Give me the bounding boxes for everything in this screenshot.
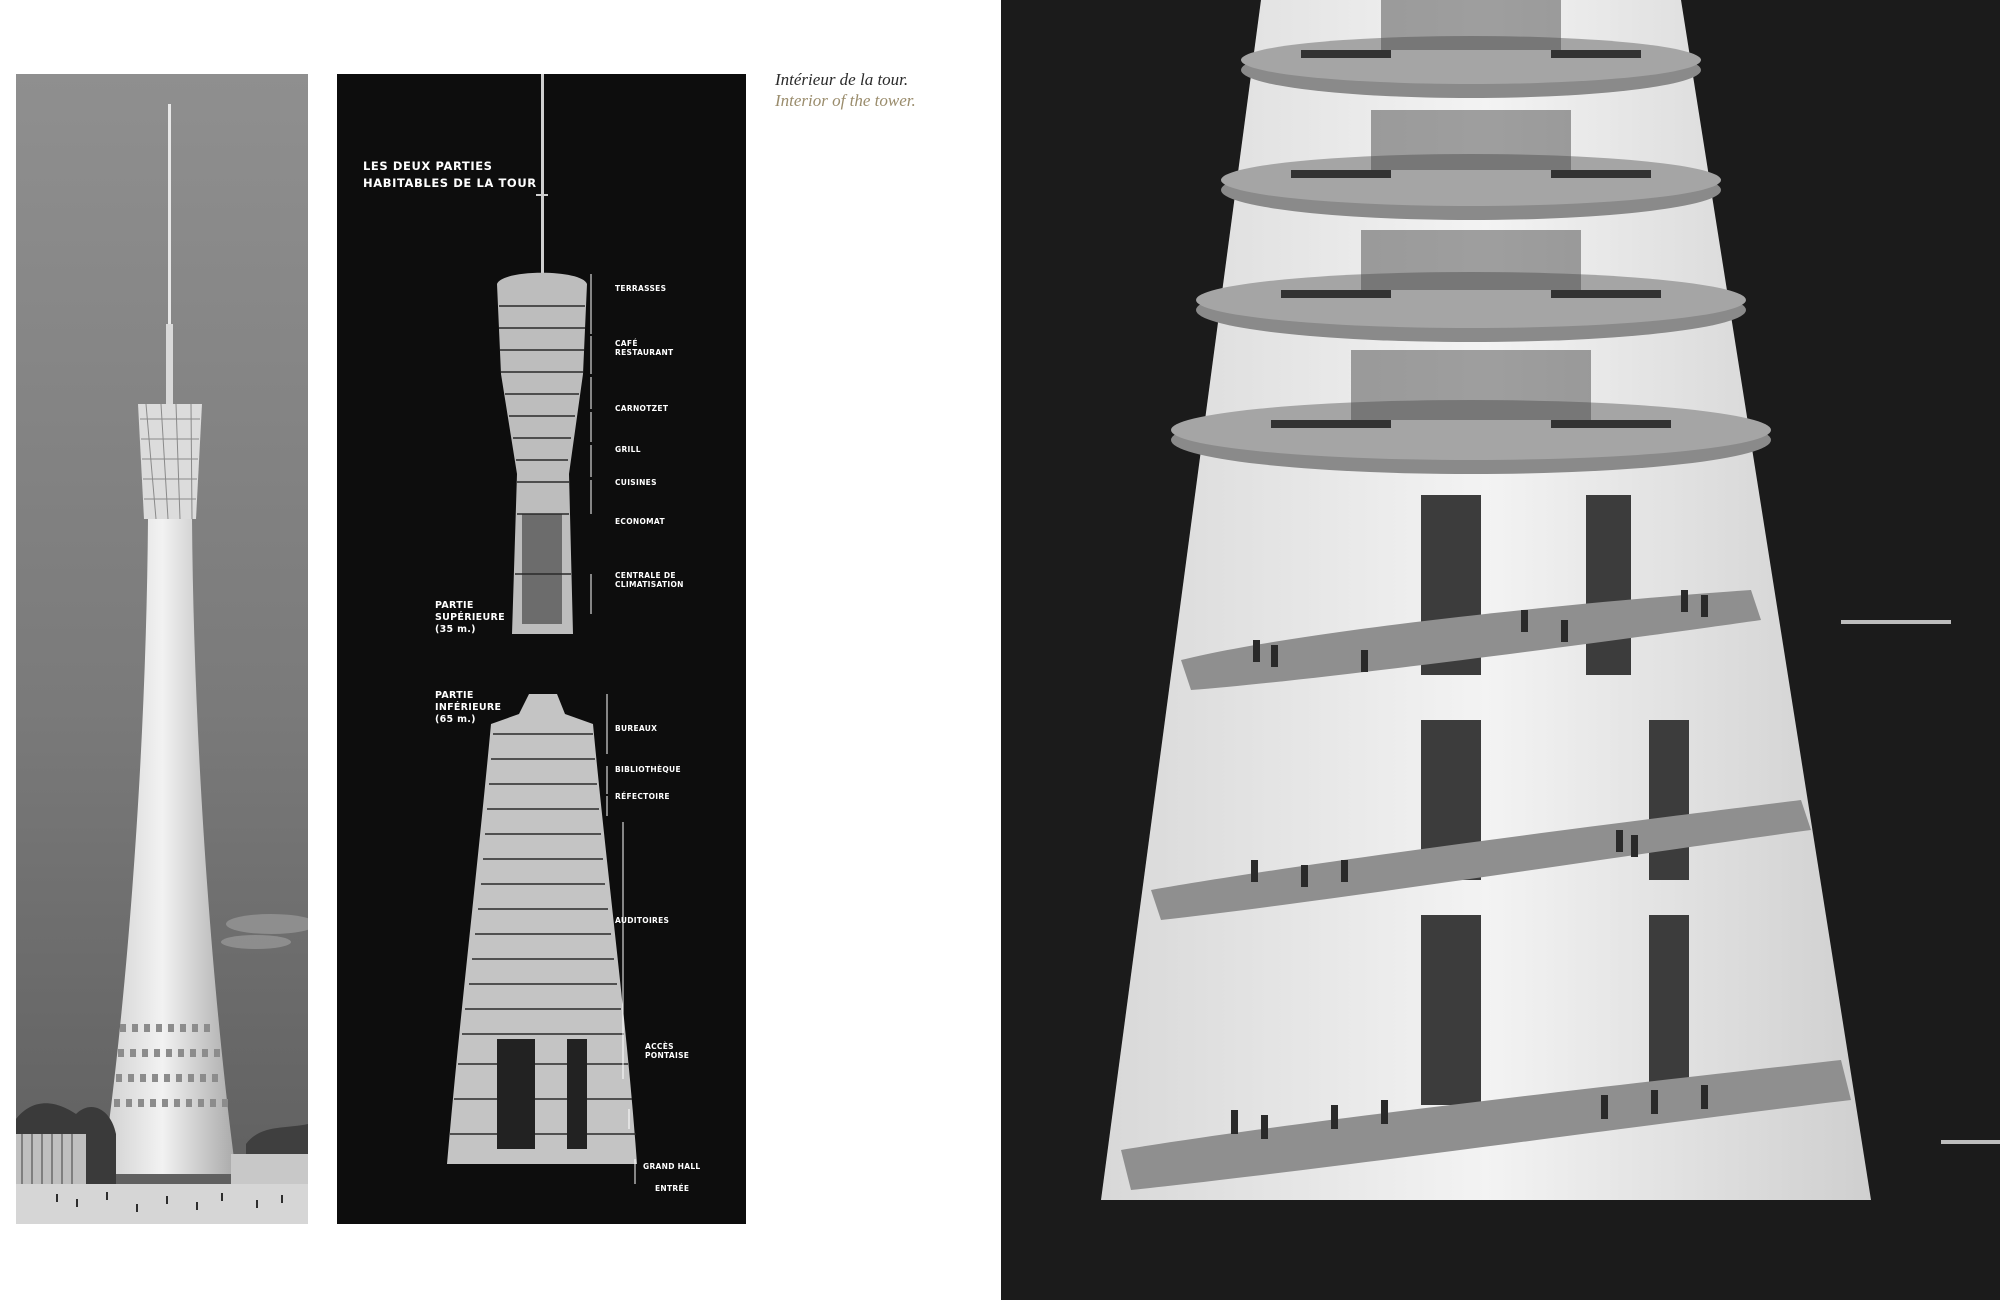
label-economat: ECONOMAT [615, 517, 665, 526]
tower-photo-illustration [16, 74, 308, 1224]
tower-interior-illustration [1001, 0, 2000, 1300]
label-auditoires: AUDITOIRES [615, 916, 670, 925]
label-carnotzet: CARNOTZET [615, 404, 669, 413]
label-grand-hall: GRAND HALL [643, 1162, 701, 1171]
label-refectoire: RÉFECTOIRE [615, 792, 670, 801]
label-cafe-restaurant: CAFÉ RESTAURANT [615, 339, 674, 357]
label-terrasses: TERRASSES [615, 284, 667, 293]
label-centrale-climatisation: CENTRALE DE CLIMATISATION [615, 571, 684, 589]
upper-part-label: PARTIE SUPÉRIEURE (35 m.) [435, 600, 505, 635]
label-bibliotheque: BIBLIOTHÈQUE [615, 765, 681, 774]
label-grill: GRILL [615, 445, 641, 454]
interior-illustration [1101, 0, 2000, 1200]
section-illustration [447, 74, 637, 1184]
lower-part-label: PARTIE INFÉRIEURE (65 m.) [435, 690, 502, 725]
tower-photo [16, 74, 308, 1224]
caption-french: Intérieur de la tour. [775, 70, 909, 89]
label-bureaux: BUREAUX [615, 724, 658, 733]
caption-english: Interior of the tower. [775, 91, 916, 110]
label-entree: ENTRÉE [655, 1184, 690, 1193]
label-cuisines: CUISINES [615, 478, 657, 487]
tower-section-drawing: LES DEUX PARTIES HABITABLES DE LA TOUR P… [337, 74, 746, 1224]
label-acces-pontaise: ACCÈS PONTAISE [645, 1042, 690, 1060]
section-title: LES DEUX PARTIES HABITABLES DE LA TOUR [363, 159, 537, 190]
